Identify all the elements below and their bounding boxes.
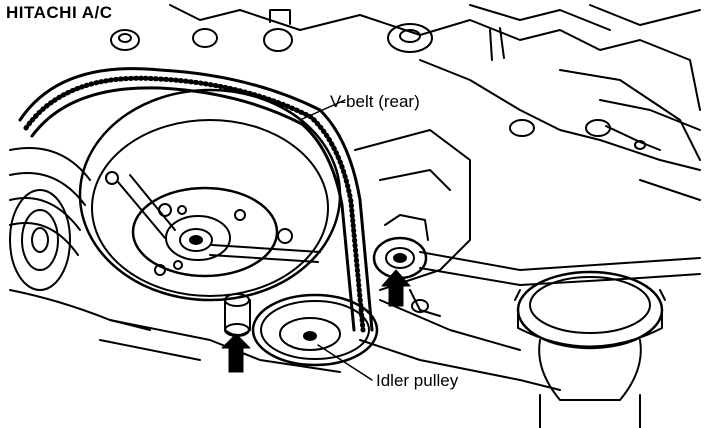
- radiator-cap: [514, 270, 666, 401]
- lower-frame: [99, 319, 641, 428]
- idler-leader-line: [317, 344, 373, 381]
- idler-pulley-callout-label: Idler pulley: [376, 371, 459, 390]
- diagram-title: HITACHI A/C: [6, 3, 113, 22]
- vbelt-callout-label: V-belt (rear): [330, 92, 420, 111]
- adjuster-bolt-arrow: [221, 333, 251, 373]
- v-belt: [18, 67, 374, 333]
- lock-bolt-arrow: [381, 269, 411, 307]
- idler-pulley: [251, 293, 379, 367]
- ac-compressor-pulley: [78, 88, 342, 302]
- vbelt-leader-line: [299, 99, 346, 121]
- crank-pulley-stack: [9, 147, 151, 331]
- mounting-bolts: [110, 9, 661, 151]
- adjuster-bolt: [224, 293, 251, 337]
- idler-bracket: [354, 129, 701, 391]
- engine-block-outline: [169, 4, 701, 201]
